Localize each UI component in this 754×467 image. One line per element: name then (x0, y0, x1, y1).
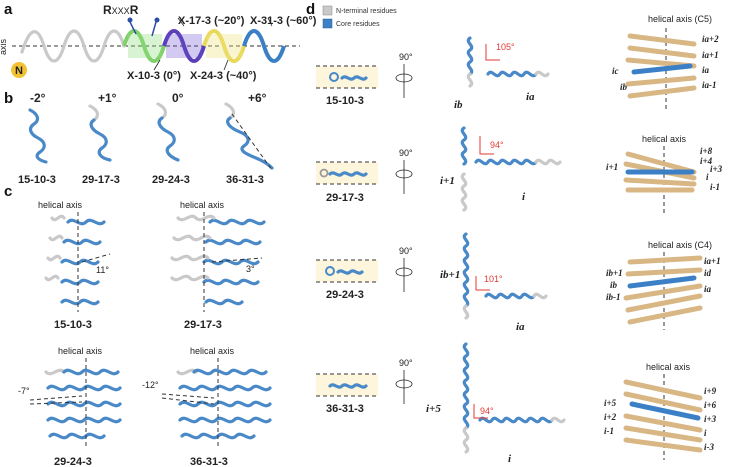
d-res-3-4: ib (610, 280, 618, 290)
d-axis-title-1: helical axis (C5) (648, 14, 712, 24)
d-angle-1: 105° (496, 42, 515, 52)
b-angle-3: 0° (172, 91, 184, 105)
d-res-4-2: i+6 (704, 400, 717, 410)
axis-label: axis (0, 38, 8, 55)
c-name-1: 15-10-3 (54, 319, 92, 331)
b-name-4: 36-31-3 (226, 174, 264, 186)
label-x24: X-24-3 (~40°) (190, 70, 257, 82)
d-res-4-4: i+3 (704, 414, 717, 424)
c-angle-2: 3° (246, 264, 255, 274)
c-angle-4: -12° (142, 380, 159, 390)
b-angle-1: -2° (30, 91, 46, 105)
d-res-4-8: i-3 (704, 442, 714, 452)
c-axis-title-1: helical axis (38, 200, 83, 210)
d-row-4: 36-31-3 90° 94° i+5 i helical axis i+9 i… (316, 344, 717, 465)
b-angle-4: +6° (248, 91, 267, 105)
d-rot-3: 90° (399, 246, 413, 256)
b-name-2: 29-17-3 (82, 174, 120, 186)
d-horiz-label-2: i (522, 191, 526, 203)
d-axis-title-2: helical axis (642, 134, 687, 144)
b-angle-2: +1° (98, 91, 117, 105)
d-row-2: 29-17-3 90° 94° i+1 i helical axis i+8 i… (316, 128, 723, 214)
c-axis-title-3: helical axis (58, 346, 103, 356)
label-x10: X-10-3 (0°) (127, 70, 181, 82)
legend-nterm-label: N-terminal residues (336, 8, 397, 15)
panel-label-c: c (4, 183, 12, 200)
d-res-3-5: ia (704, 284, 712, 294)
c-name-2: 29-17-3 (184, 319, 222, 331)
d-res-4-1: i+9 (704, 386, 717, 396)
d-res-3-6: ib-1 (606, 292, 621, 302)
d-res-1-1: ia+2 (702, 34, 719, 44)
d-res-2-1: i+8 (700, 146, 713, 156)
label-x17: X-17-3 (~20°) (178, 15, 245, 27)
d-res-4-7: i-1 (604, 426, 614, 436)
d-res-1-4: ib (620, 82, 628, 92)
panel-label-a: a (4, 1, 13, 18)
d-res-1-5: ia (702, 65, 710, 75)
d-name-3: 29-24-3 (326, 289, 364, 301)
d-horiz-label-1: ia (526, 91, 535, 103)
legend-core-swatch (323, 19, 332, 28)
d-rot-4: 90° (399, 358, 413, 368)
d-res-2-4: i+1 (606, 162, 618, 172)
d-res-1-3: ic (612, 66, 619, 76)
b-name-3: 29-24-3 (152, 174, 190, 186)
c-stack-3 (30, 358, 120, 446)
d-rot-1: 90° (399, 52, 413, 62)
b-helix-2 (90, 106, 110, 160)
panel-label-b: b (4, 90, 13, 107)
b-name-1: 15-10-3 (18, 174, 56, 186)
d-res-2-5: i (706, 172, 709, 182)
d-vert-label-1: ib (454, 99, 463, 111)
d-horiz-label-4: i (508, 453, 512, 465)
panel-label-d: d (306, 1, 315, 18)
d-res-3-3: id (704, 268, 712, 278)
d-axis-title-3: helical axis (C4) (648, 240, 712, 250)
d-vert-label-3: ib+1 (440, 269, 460, 281)
d-angle-2: 94° (490, 140, 504, 150)
d-res-3-1: ia+1 (704, 256, 721, 266)
d-horiz-label-3: ia (516, 321, 525, 333)
c-angle-3: -7° (18, 386, 30, 396)
d-res-2-3: i+3 (710, 164, 723, 174)
d-vert-label-4: i+5 (426, 403, 441, 415)
d-name-1: 15-10-3 (326, 95, 364, 107)
d-res-4-6: i (704, 428, 707, 438)
d-axis-title-4: helical axis (646, 362, 691, 372)
d-angle-4: 94° (480, 406, 494, 416)
b-helix-4 (226, 104, 272, 170)
legend-core-label: Core residues (336, 21, 380, 28)
c-stack-1 (46, 212, 110, 312)
n-terminus-label: N (15, 65, 23, 77)
d-name-2: 29-17-3 (326, 192, 364, 204)
d-rot-2: 90° (399, 148, 413, 158)
c-name-3: 29-24-3 (54, 456, 92, 467)
legend-nterm-swatch (323, 6, 332, 15)
d-res-4-3: i+5 (604, 398, 617, 408)
d-angle-3: 101° (484, 274, 503, 284)
d-res-3-2: ib+1 (606, 268, 623, 278)
d-name-4: 36-31-3 (326, 403, 364, 415)
d-res-1-6: ia-1 (702, 80, 717, 90)
b-helix-1 (30, 110, 46, 162)
d-row-3: 29-24-3 90° 101° ib+1 ia helical axis (C… (316, 234, 721, 333)
c-axis-title-4: helical axis (190, 346, 235, 356)
d-res-4-5: i+2 (604, 412, 617, 422)
c-name-4: 36-31-3 (190, 456, 228, 467)
c-angle-1: 11° (96, 265, 109, 275)
d-res-2-6: i-1 (710, 182, 720, 192)
motif-label: RXXXR (103, 3, 139, 17)
d-row-1: 15-10-3 90° 105° ib ia helical axis (C5)… (316, 14, 719, 111)
c-axis-title-2: helical axis (180, 200, 225, 210)
c-stack-2 (172, 212, 264, 312)
b-helix-3 (158, 104, 178, 160)
c-stack-4 (162, 358, 270, 446)
d-vert-label-2: i+1 (440, 175, 455, 187)
d-res-1-2: ia+1 (702, 50, 719, 60)
